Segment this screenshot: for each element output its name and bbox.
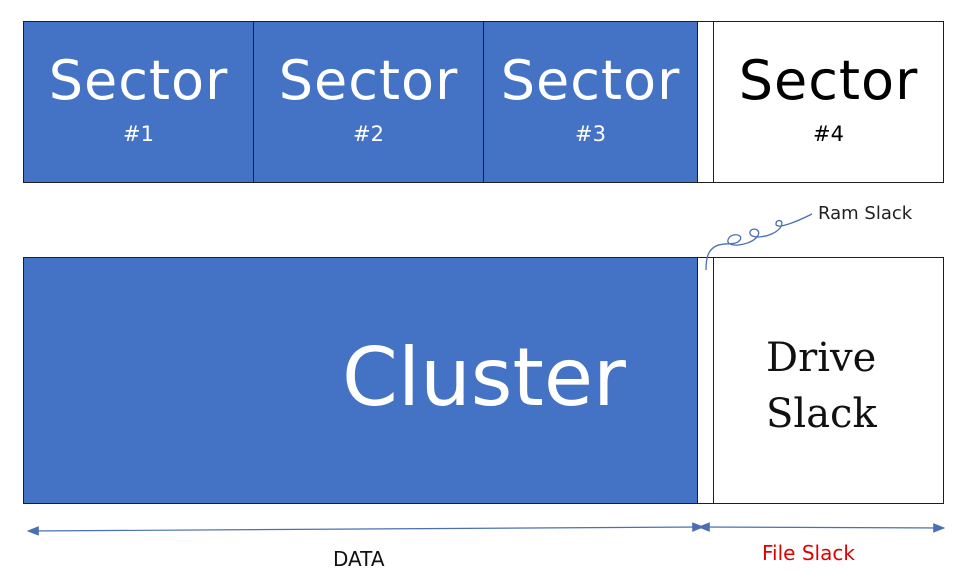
file-slack-label: File Slack: [762, 541, 855, 565]
sector-4: Sector #4: [713, 21, 944, 183]
ram-slack-label: Ram Slack: [818, 203, 913, 224]
drive-slack-line-2: Slack: [766, 391, 877, 437]
ram-slack-strip: [697, 257, 714, 504]
sector-2-word: Sector: [278, 49, 459, 112]
drive-slack-block: Drive Slack: [713, 257, 944, 504]
sector-1-number: #1: [123, 122, 154, 146]
sector-1-word: Sector: [48, 49, 229, 112]
drive-slack-line-1: Drive: [766, 335, 877, 381]
file-slack-span-arrow: [697, 522, 946, 533]
data-span-arrow: [26, 522, 705, 536]
data-label: DATA: [333, 547, 385, 571]
sector-2-number: #2: [353, 122, 384, 146]
sector-3-word: Sector: [500, 49, 681, 112]
sector-4-number: #4: [813, 122, 844, 146]
sector-3-number: #3: [575, 122, 606, 146]
sector-3: Sector #3: [483, 21, 698, 183]
cluster-label: Cluster: [342, 331, 626, 424]
sector-4-word: Sector: [738, 49, 919, 112]
cluster-block: Cluster: [23, 257, 698, 504]
drive-slack-label: Drive Slack: [766, 330, 877, 442]
ram-slack-pointer: [705, 213, 813, 271]
sector-1: Sector #1: [23, 21, 254, 183]
